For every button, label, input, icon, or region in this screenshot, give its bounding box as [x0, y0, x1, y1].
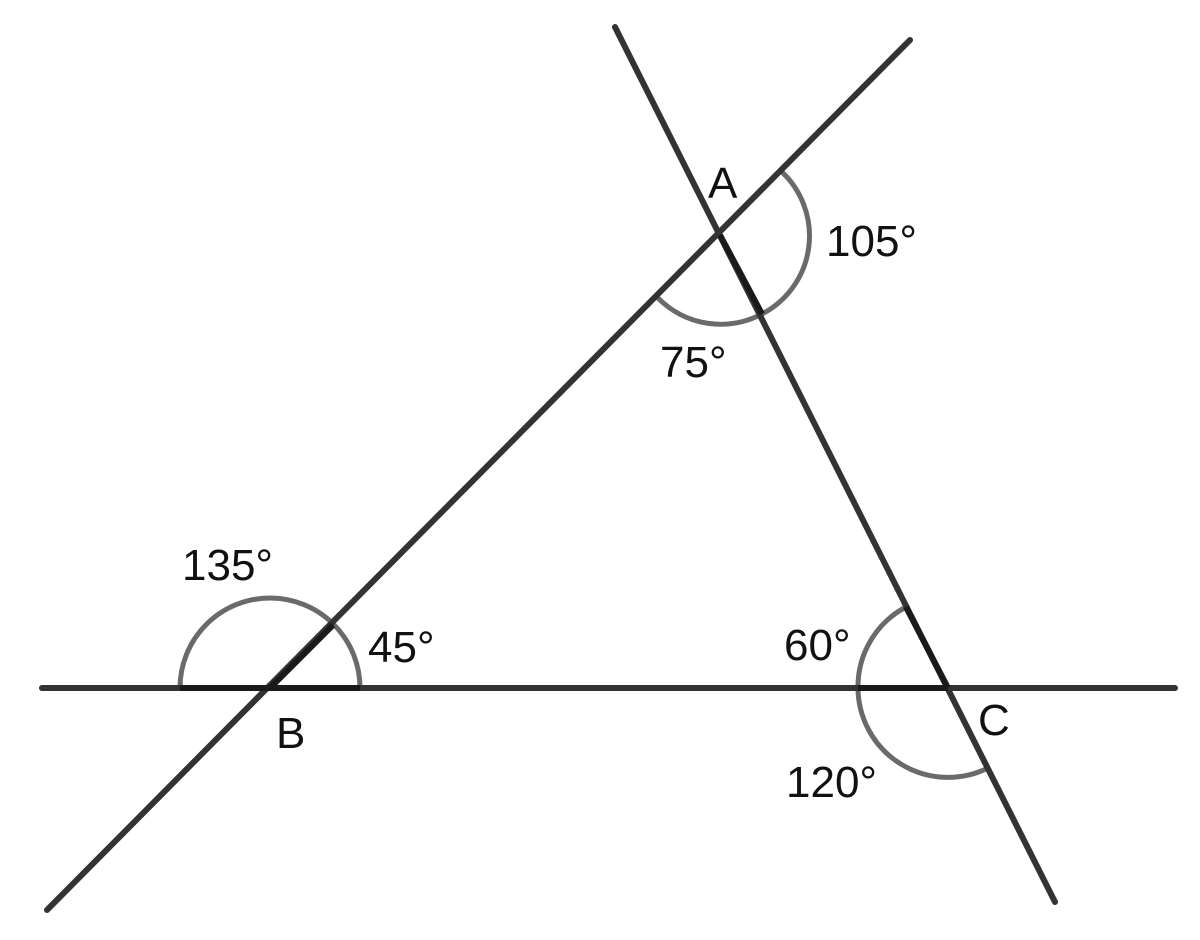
vertex-label-b: B [276, 709, 305, 758]
vertex-label-c: C [978, 696, 1010, 745]
angle-label-b-exterior: 135° [182, 541, 273, 590]
angle-label-a-interior: 75° [660, 338, 727, 387]
arc-angle-a [656, 170, 812, 327]
vertex-label-a: A [708, 159, 738, 208]
angle-label-c-interior: 60° [784, 621, 851, 670]
angle-label-c-exterior: 120° [786, 758, 877, 807]
segment-a-radius [717, 233, 765, 316]
segment-c-diagonal [903, 605, 951, 690]
line-ba [44, 37, 913, 913]
arc-angle-c [855, 604, 990, 780]
line-ac [612, 24, 1058, 905]
angle-label-a-exterior: 105° [826, 217, 917, 266]
segment-b-diagonal [267, 622, 336, 691]
arc-angle-b [177, 595, 363, 689]
angle-label-b-interior: 45° [368, 623, 435, 672]
